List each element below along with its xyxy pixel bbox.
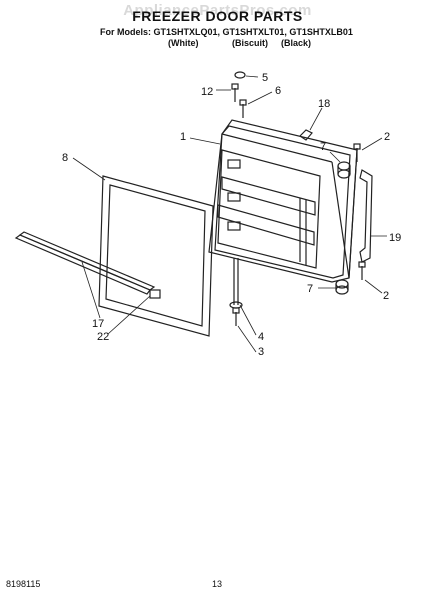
callout-3: 3 [258,346,264,358]
callout-4: 4 [258,331,264,343]
page-title: FREEZER DOOR PARTS [132,8,303,24]
callout-22: 22 [97,331,109,343]
models-line: For Models: GT1SHTXLQ01, GT1SHTXLT01, GT… [100,27,353,37]
door-gasket [98,175,214,337]
callout-6: 6 [275,85,281,97]
callout-labels: 5 12 6 18 1 2 7 8 19 7 2 4 17 22 3 [62,72,401,358]
callout-12: 12 [201,86,213,98]
callout-8: 8 [62,152,68,164]
stop-7-bottom [335,279,349,295]
screw-6 [239,99,247,118]
variant-biscuit: (Biscuit) [232,38,268,48]
cap-18 [299,129,313,141]
callout-2-top: 2 [384,131,390,143]
plug-5 [234,71,246,79]
callout-18: 18 [318,98,330,110]
hinge-pin [229,258,243,309]
callout-1: 1 [180,131,186,143]
screw-2-bottom [358,261,366,280]
doc-number: 8198115 [6,579,41,589]
page-number: 13 [212,579,223,589]
door-handle [359,169,373,263]
watermark: AppliancePartsPros.com [123,2,312,19]
leader-lines [72,75,387,353]
callout-2-bottom: 2 [383,290,389,302]
screw-12 [231,83,239,102]
door-panel [208,119,358,283]
callout-19: 19 [389,232,401,244]
callout-7-bottom: 7 [307,283,313,295]
callout-5: 5 [262,72,268,84]
breaker-strip [14,231,161,299]
variant-black: (Black) [281,38,312,48]
callout-17: 17 [92,318,104,330]
stop-7-top [337,161,351,179]
callout-7-top: 7 [320,141,326,153]
screw-3 [232,307,240,326]
variant-white: (White) [168,38,199,48]
screw-2-top [353,143,361,162]
